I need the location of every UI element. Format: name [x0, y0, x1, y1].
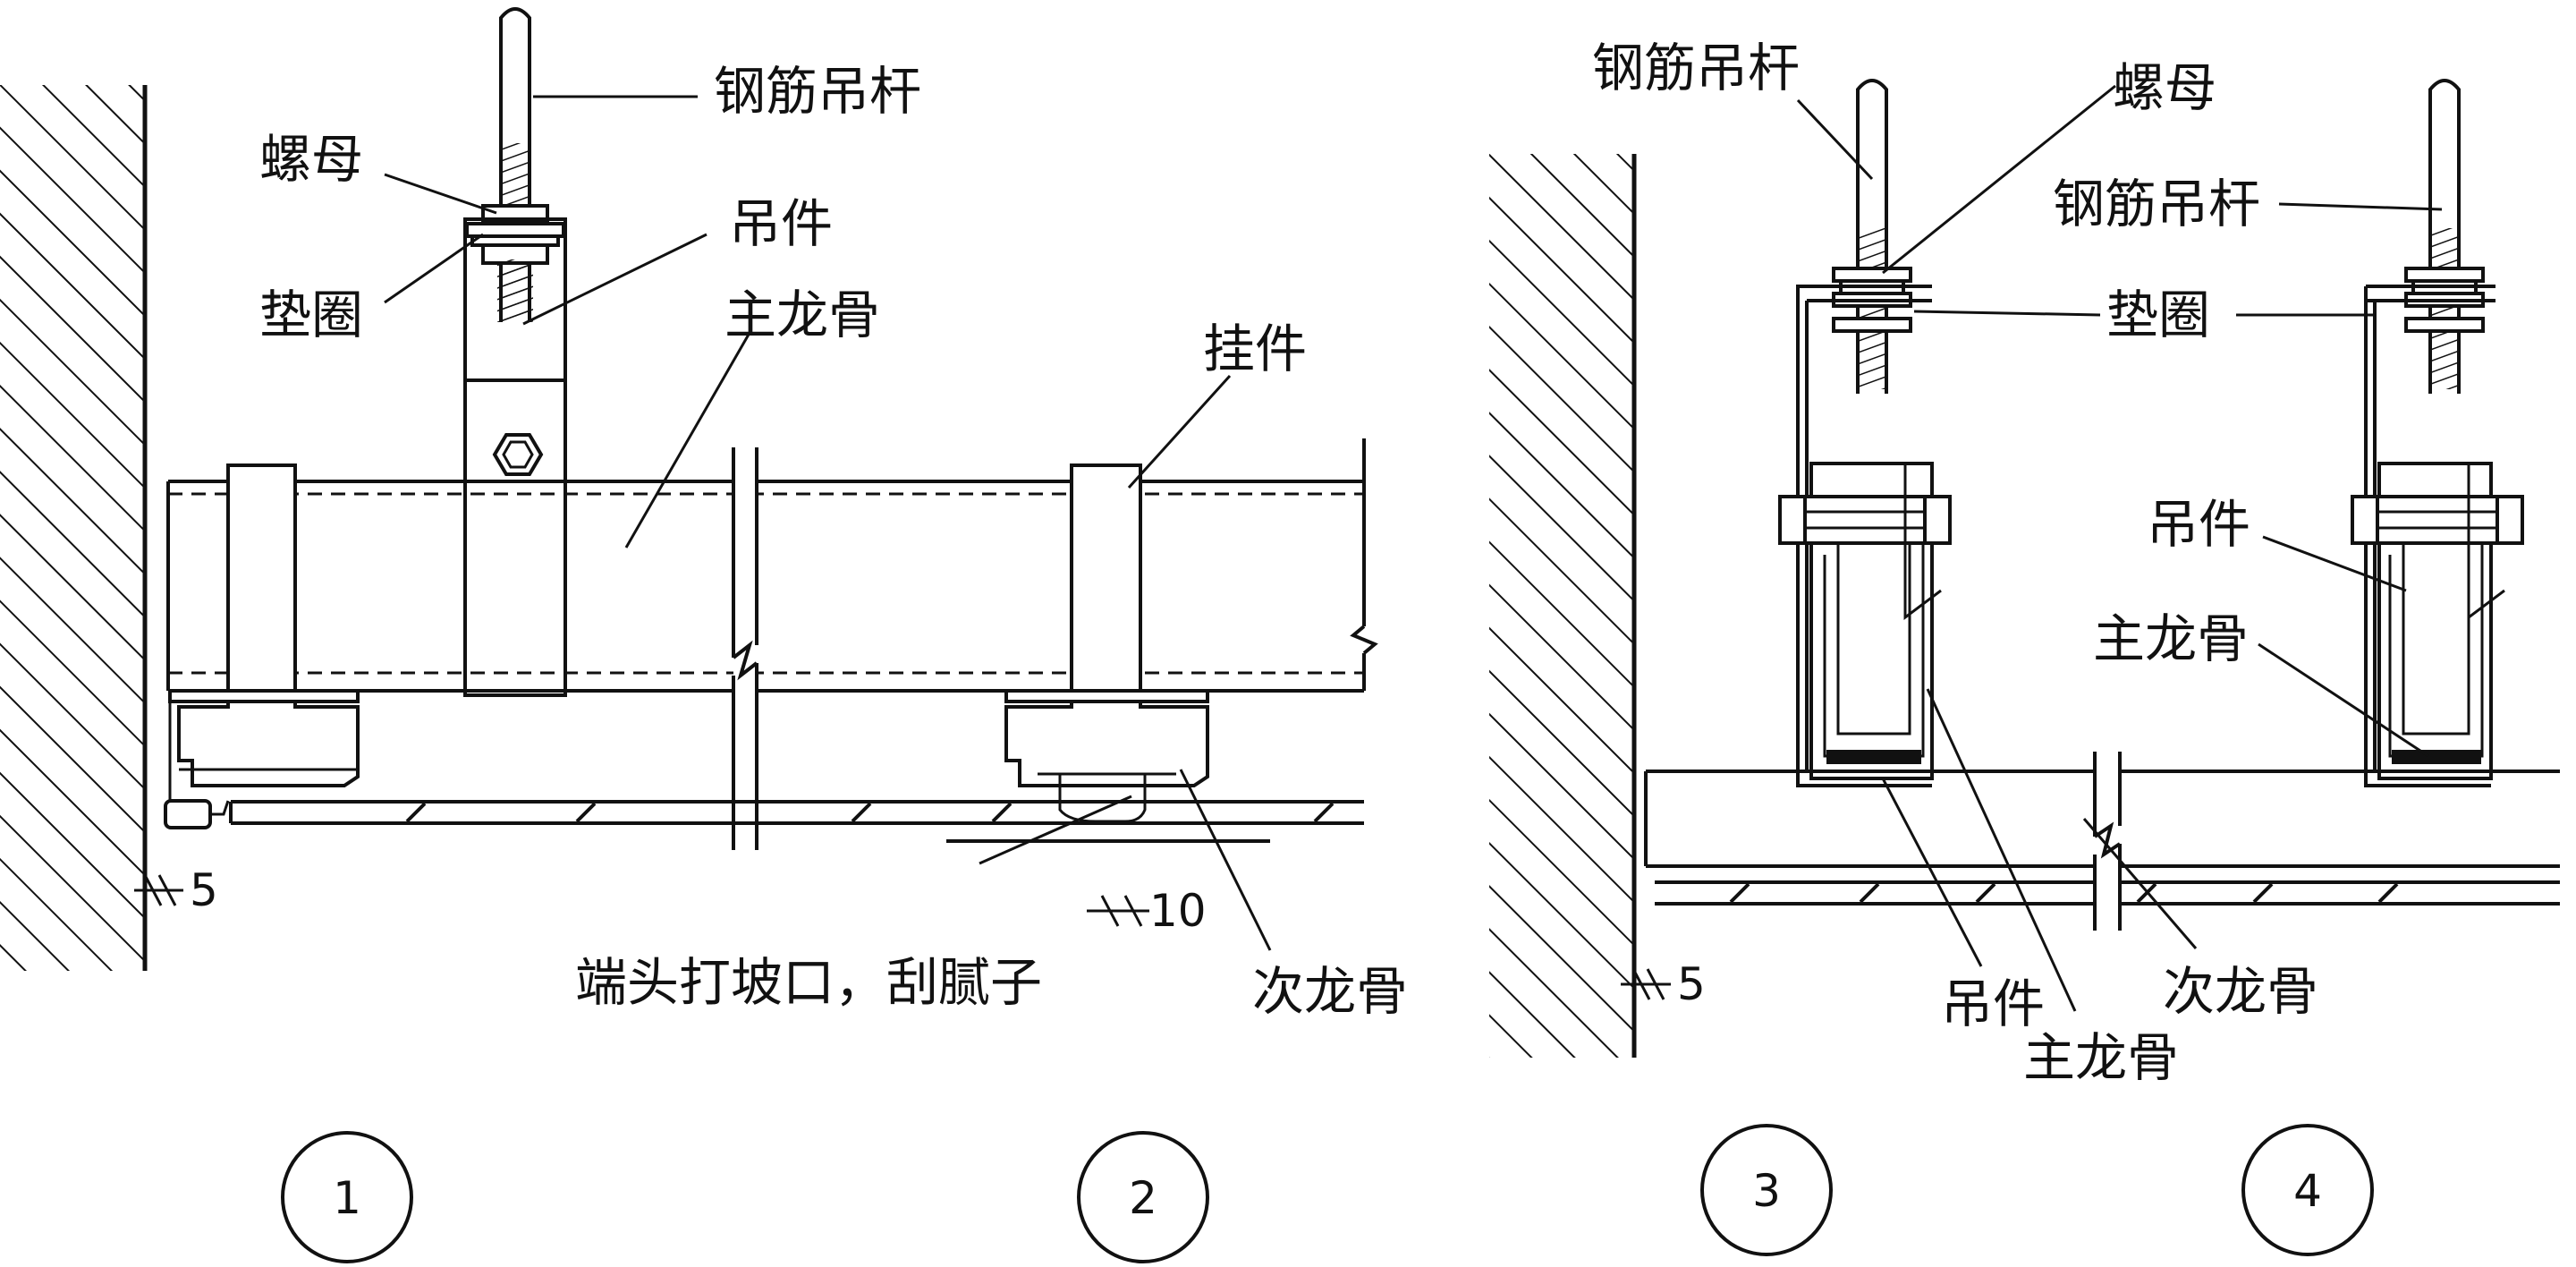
- clip-2: [1004, 463, 1209, 823]
- label-rod: 钢筋吊杆: [714, 61, 921, 122]
- labels-left-detail: 钢筋吊杆 螺母 吊件 垫圈 主龙骨 挂件 端头打坡口，刮腻子 次龙骨 5 10: [190, 61, 1408, 1022]
- right-detail: [1489, 79, 2560, 1058]
- number-4: 4: [2293, 1165, 2322, 1217]
- hanger-assembly-3: [1778, 79, 1952, 787]
- wall-left-detail: [0, 85, 148, 971]
- label-hanger-bottom: 吊件: [1941, 974, 2045, 1034]
- label-rod-left: 钢筋吊杆: [1592, 38, 1800, 98]
- dim-marker-10-left: [1087, 895, 1149, 927]
- label-nut: 螺母: [259, 129, 363, 190]
- dim-gap-right: 5: [1677, 958, 1706, 1010]
- label-hanger-right: 吊件: [2147, 494, 2250, 555]
- labels-right-detail: 钢筋吊杆 螺母 钢筋吊杆 垫圈 吊件 主龙骨 吊件 主龙骨 次龙骨 5: [1592, 38, 2318, 1088]
- label-rod-right: 钢筋吊杆: [2053, 174, 2260, 234]
- main-keel-left: [166, 438, 1378, 693]
- nut-washer-left: [465, 204, 565, 265]
- leaders-right: [1796, 84, 2443, 1012]
- label-sub-keel-right: 次龙骨: [2163, 961, 2318, 1022]
- figure-numbers: [281, 1124, 2374, 1263]
- label-main-keel-bottom: 主龙骨: [2023, 1027, 2179, 1088]
- number-1: 1: [333, 1172, 361, 1224]
- label-main-keel: 主龙骨: [724, 285, 880, 345]
- label-hanger: 吊件: [729, 193, 833, 254]
- label-clip: 挂件: [1203, 319, 1307, 379]
- label-bevel-note: 端头打坡口，刮腻子: [575, 952, 1042, 1013]
- label-main-keel-right: 主龙骨: [2093, 608, 2249, 669]
- number-3: 3: [1752, 1165, 1781, 1217]
- figure-number-text: 1 2 3 4: [333, 1165, 2322, 1224]
- circle-number-2: [1077, 1131, 1209, 1263]
- dim-marker-5-left: [134, 874, 183, 906]
- circle-number-3: [1700, 1124, 1833, 1256]
- dim-marker-5-right: [1621, 968, 1671, 1000]
- label-washer: 垫圈: [259, 285, 363, 345]
- dim-gap-joint: 10: [1149, 885, 1207, 937]
- label-washer-right: 垫圈: [2106, 285, 2210, 345]
- label-sub-keel: 次龙骨: [1252, 961, 1408, 1022]
- break-line-left: [732, 447, 758, 850]
- left-detail: [0, 7, 1378, 971]
- dim-gap-left: 5: [190, 864, 218, 916]
- label-nut-right: 螺母: [2113, 57, 2216, 118]
- clip-1: [168, 463, 360, 816]
- hanger-assembly-4: [2351, 79, 2524, 787]
- circle-number-4: [2241, 1124, 2374, 1256]
- wall-right-detail: [1489, 154, 1637, 1058]
- number-2: 2: [1129, 1172, 1157, 1224]
- circle-number-1: [281, 1131, 413, 1263]
- sub-keel-panel-left: [164, 799, 1364, 843]
- hanger-left: [463, 217, 567, 697]
- leaders-left: [384, 95, 1272, 951]
